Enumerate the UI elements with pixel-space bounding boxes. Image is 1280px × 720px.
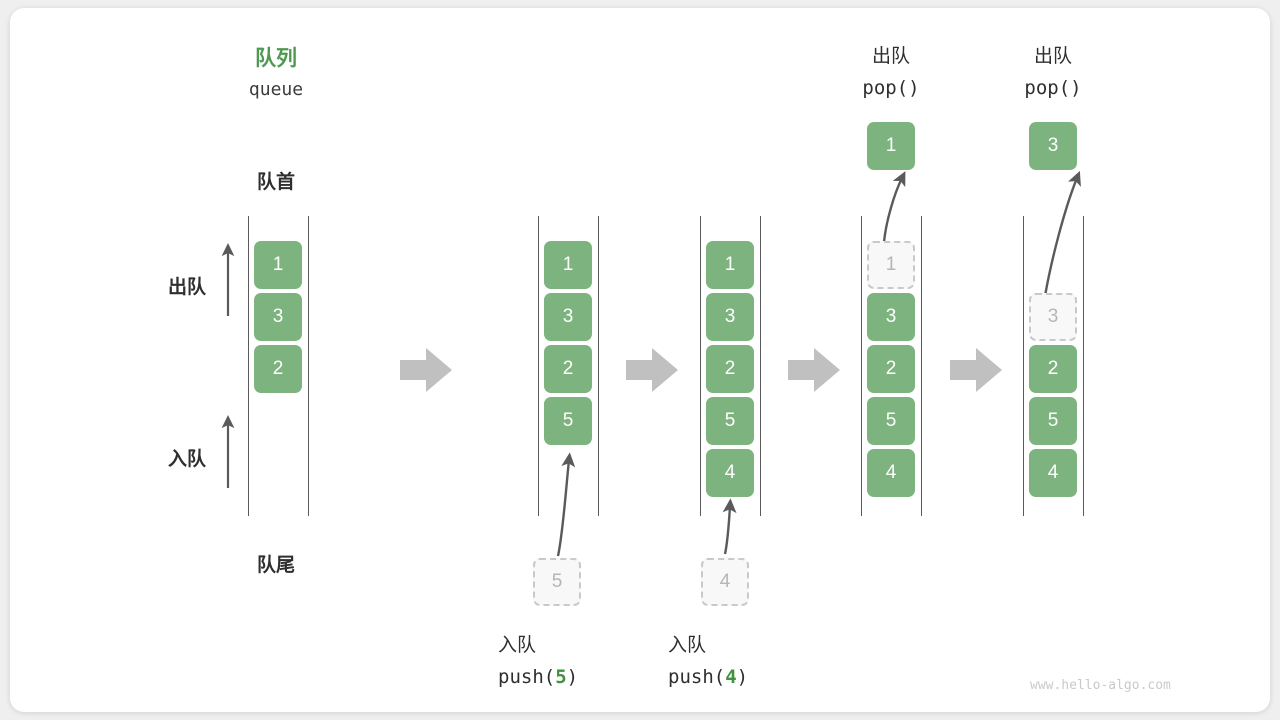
push4-label-code: push(4) — [668, 666, 848, 688]
push5-label-cn: 入队 — [498, 635, 537, 656]
rear-label: 队尾 — [256, 555, 295, 576]
queue-box: 2 — [544, 345, 592, 393]
box-value: 4 — [706, 449, 754, 497]
box-value: 5 — [867, 397, 915, 445]
box-value: 2 — [254, 345, 302, 393]
push5-code-post: ) — [566, 666, 579, 688]
push4-arg: 4 — [725, 666, 737, 688]
queue-rail-right — [921, 216, 922, 516]
pop-arrow-icon — [1043, 170, 1081, 297]
queue-box: 3 — [544, 293, 592, 341]
box-value: 3 — [867, 293, 915, 341]
box-value: 3 — [1029, 122, 1077, 170]
box-value: 1 — [254, 241, 302, 289]
box-value: 2 — [706, 345, 754, 393]
figure-card: 队列 queue 队首 队尾 出队 入队 1 3 2 — [10, 8, 1270, 712]
queue-box: 1 — [254, 241, 302, 289]
incoming-ghost-box: 4 — [701, 558, 749, 606]
dequeue-direction-label: 出队 — [167, 277, 206, 298]
popped-box: 1 — [867, 122, 915, 170]
box-value: 4 — [867, 449, 915, 497]
box-value: 5 — [1029, 397, 1077, 445]
push-arrow-icon — [556, 452, 576, 557]
box-value: 4 — [1029, 449, 1077, 497]
queue-box: 4 — [867, 449, 915, 497]
dequeue-direction-arrow-icon — [221, 242, 235, 316]
push5-code-pre: push( — [498, 666, 556, 688]
pop1-label-code: pop() — [862, 77, 920, 99]
box-value: 3 — [1029, 293, 1077, 341]
queue-box: 2 — [706, 345, 754, 393]
box-value: 3 — [254, 293, 302, 341]
queue-box: 1 — [867, 241, 915, 289]
box-value: 2 — [544, 345, 592, 393]
box-value: 1 — [867, 241, 915, 289]
queue-box: 3 — [254, 293, 302, 341]
enqueue-direction-label: 入队 — [167, 449, 206, 470]
queue-rail-right — [760, 216, 761, 516]
box-value: 3 — [544, 293, 592, 341]
queue-box: 5 — [706, 397, 754, 445]
box-value: 3 — [706, 293, 754, 341]
queue-box: 1 — [544, 241, 592, 289]
queue-box: 5 — [867, 397, 915, 445]
incoming-ghost-box: 5 — [533, 558, 581, 606]
queue-box: 5 — [544, 397, 592, 445]
queue-box: 5 — [1029, 397, 1077, 445]
queue-rail-right — [308, 216, 309, 516]
push4-code-post: ) — [736, 666, 749, 688]
queue-rail-left — [1023, 216, 1024, 516]
pop3-label-cn: 出队 — [1033, 46, 1072, 67]
queue-box: 2 — [867, 345, 915, 393]
push5-label-code: push(5) — [498, 666, 678, 688]
queue-rail-left — [248, 216, 249, 516]
box-value: 1 — [544, 241, 592, 289]
popped-box: 3 — [1029, 122, 1077, 170]
queue-title-cn: 队列 — [255, 47, 297, 70]
queue-rail-right — [598, 216, 599, 516]
box-value: 5 — [544, 397, 592, 445]
queue-box: 4 — [1029, 449, 1077, 497]
queue-box: 3 — [1029, 293, 1077, 341]
pop1-label-cn: 出队 — [871, 46, 910, 67]
enqueue-direction-arrow-icon — [221, 414, 235, 488]
transition-arrow-icon — [950, 348, 1002, 392]
front-label: 队首 — [256, 172, 295, 193]
transition-arrow-icon — [788, 348, 840, 392]
pop3-label-code: pop() — [1024, 77, 1082, 99]
transition-arrow-icon — [400, 348, 452, 392]
box-value: 1 — [706, 241, 754, 289]
queue-box: 4 — [706, 449, 754, 497]
queue-box: 2 — [1029, 345, 1077, 393]
queue-box: 3 — [706, 293, 754, 341]
queue-box: 3 — [867, 293, 915, 341]
pop-arrow-icon — [882, 171, 906, 243]
transition-arrow-icon — [626, 348, 678, 392]
box-value: 2 — [867, 345, 915, 393]
queue-box: 1 — [706, 241, 754, 289]
queue-box: 2 — [254, 345, 302, 393]
box-value: 5 — [533, 558, 581, 606]
box-value: 2 — [1029, 345, 1077, 393]
queue-rail-right — [1083, 216, 1084, 516]
push5-arg: 5 — [555, 666, 567, 688]
watermark: www.hello-algo.com — [1030, 678, 1171, 693]
push4-code-pre: push( — [668, 666, 726, 688]
queue-rail-left — [861, 216, 862, 516]
box-value: 5 — [706, 397, 754, 445]
box-value: 1 — [867, 122, 915, 170]
queue-rail-left — [700, 216, 701, 516]
push4-label-cn: 入队 — [668, 635, 707, 656]
queue-rail-left — [538, 216, 539, 516]
box-value: 4 — [701, 558, 749, 606]
queue-title-code: queue — [248, 79, 304, 100]
push-arrow-icon — [722, 498, 737, 555]
